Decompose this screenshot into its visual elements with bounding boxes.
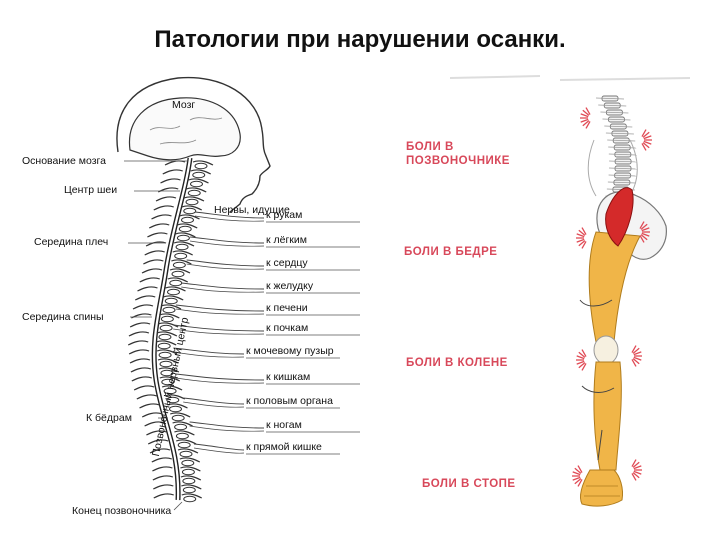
nerve-label: к половым органа: [246, 395, 333, 407]
nerves-header: Нервы, идущие: [214, 204, 290, 216]
label-mid-back: Середина спины: [22, 311, 104, 323]
shin-bone: [593, 361, 622, 471]
nerve-label: к мочевому пузыр: [246, 345, 334, 357]
motion-arrows: [579, 299, 615, 461]
label-brain-base: Основание мозга: [22, 155, 106, 167]
pain-label-knee: БОЛИ В КОЛЕНЕ: [406, 357, 508, 369]
hip-muscle: [605, 187, 634, 247]
left-pointer-lines: [124, 160, 188, 511]
pain-rays: [572, 107, 652, 487]
label-spine-end: Конец позвоночника: [72, 505, 172, 517]
knee: [593, 335, 619, 365]
label-neck-center: Центр шеи: [64, 184, 118, 196]
nerve-label: к прямой кишке: [246, 441, 322, 453]
nerve-label: к почкам: [266, 322, 309, 334]
nerve-label: к сердцу: [266, 257, 308, 269]
nerve-label: к рукам: [266, 209, 303, 221]
nerve-lines: [173, 211, 360, 455]
nerve-label: к лёгким: [266, 234, 307, 246]
nerve-label: к печени: [266, 302, 308, 314]
nerve-label: к кишкам: [266, 371, 311, 383]
pain-label-hip: БОЛИ В БЕДРЕ: [404, 246, 498, 258]
label-mid-shoulders: Середина плеч: [34, 236, 109, 248]
foot: [579, 469, 623, 507]
nerve-label: к ногам: [266, 419, 302, 431]
vertebrae: [127, 160, 214, 503]
nerve-label: к желудку: [266, 280, 314, 292]
pain-label-foot: БОЛИ В СТОПЕ: [422, 478, 516, 490]
label-to-hips: К бёдрам: [86, 412, 132, 424]
brain-label: Мозг: [172, 99, 196, 111]
thigh-bone: [588, 231, 641, 343]
head-outline: [116, 76, 271, 213]
slide-title: Патологии при нарушении осанки.: [154, 26, 566, 53]
brain: [128, 97, 241, 161]
